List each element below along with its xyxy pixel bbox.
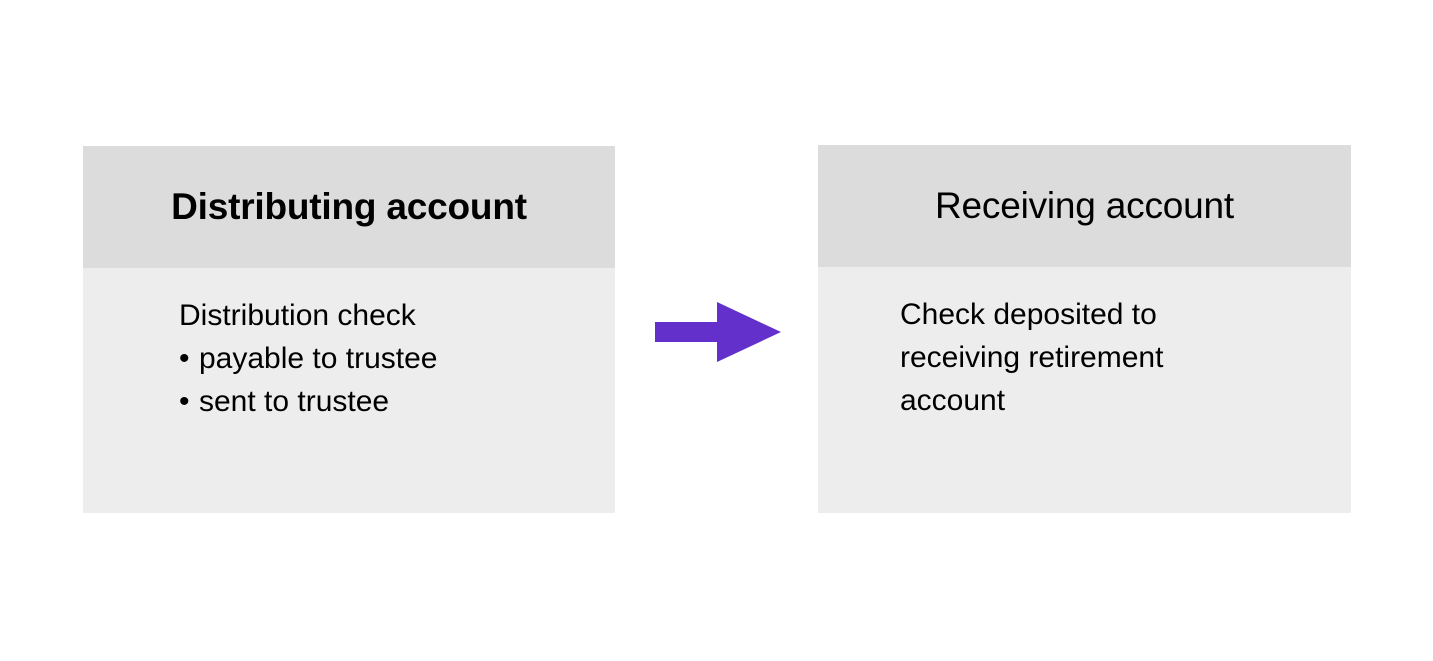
panel-distributing-body: Distribution check • payable to trustee •…: [83, 268, 615, 513]
panel-distributing-header: Distributing account: [83, 146, 615, 268]
bullet-dot-icon: •: [179, 385, 190, 418]
distributing-line-1: Distribution check: [179, 299, 416, 332]
bullet-dot-icon: •: [179, 342, 190, 375]
panel-receiving-body: Check deposited to receiving retirement …: [818, 267, 1351, 513]
panel-distributing-account: Distributing account Distribution check …: [83, 146, 615, 513]
right-arrow-glyph: [655, 302, 781, 362]
panel-receiving-account: Receiving account Check deposited to rec…: [818, 145, 1351, 513]
receiving-paragraph: Check deposited to receiving retirement …: [900, 298, 1164, 417]
distributing-bullet-1: • payable to trustee: [179, 337, 615, 380]
panel-receiving-header: Receiving account: [818, 145, 1351, 267]
distributing-bullet-1-label: payable to trustee: [199, 342, 438, 375]
distributing-bullet-2: • sent to trustee: [179, 380, 615, 423]
right-arrow-icon: [650, 296, 786, 368]
distributing-bullet-2-label: sent to trustee: [199, 385, 390, 418]
